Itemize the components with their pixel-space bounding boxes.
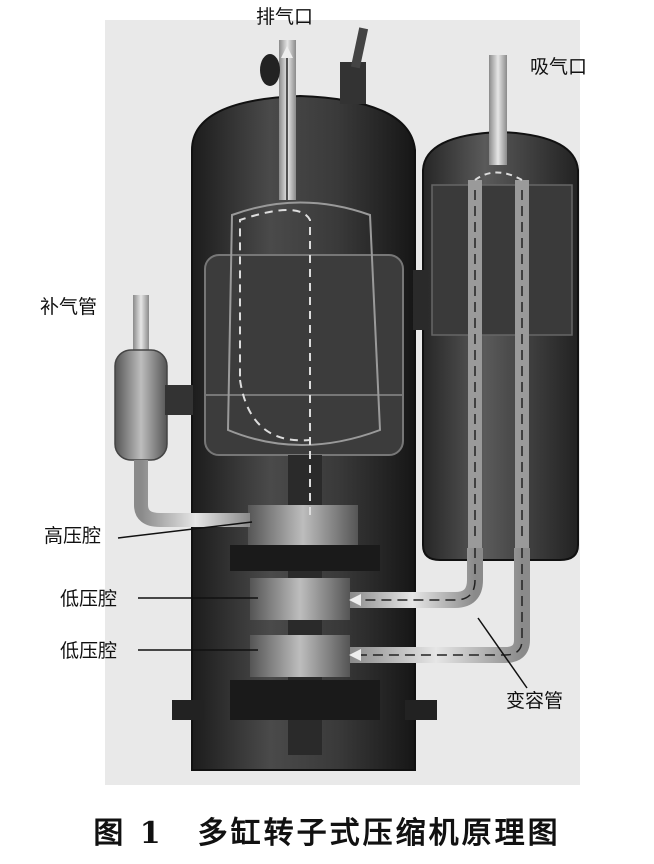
- label-injection-pipe: 补气管: [40, 296, 98, 318]
- figure-title: 多缸转子式压缩机原理图: [197, 816, 561, 851]
- injection-assembly: [114, 295, 250, 527]
- label-discharge-port: 排气口: [256, 6, 314, 28]
- label-suction-port: 吸气口: [530, 56, 588, 78]
- low-pressure-cylinder-upper: [250, 578, 350, 620]
- label-low-pressure-chamber-upper: 低压腔: [60, 588, 118, 610]
- figure-caption: 图 1 多缸转子式压缩机原理图: [0, 808, 654, 852]
- low-pressure-cylinder-lower: [250, 635, 350, 677]
- discharge-pipe: [260, 27, 369, 200]
- accumulator: [413, 55, 579, 561]
- high-pressure-cylinder: [248, 505, 358, 545]
- suction-pipe: [489, 55, 507, 165]
- compressor-diagram: [105, 20, 580, 785]
- label-low-pressure-chamber-lower: 低压腔: [60, 640, 118, 662]
- leader-lines: [117, 521, 528, 689]
- label-variable-capacity-pipe: 变容管: [506, 690, 564, 712]
- internal-flow-path: [239, 209, 311, 515]
- figure-number: 图 1: [93, 816, 164, 851]
- label-high-pressure-chamber: 高压腔: [44, 525, 102, 547]
- main-shell: [172, 94, 437, 771]
